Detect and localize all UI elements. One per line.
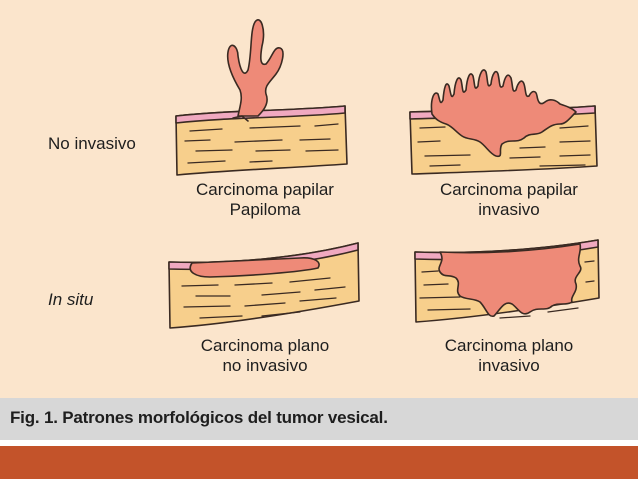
label-line-1: Carcinoma plano [444,336,574,355]
figure-panel: No invasivo In situ Carcinoma papilar Pa… [0,0,638,398]
label-papillary-noninvasive: Carcinoma papilar Papiloma [185,180,345,220]
papillary-invasive-illustration [409,69,598,175]
flat-tumor-3 [189,257,320,278]
row-label-in-situ: In situ [48,290,94,309]
figure-caption: Fig. 1. Patrones morfológicos del tumor … [10,408,388,427]
label-line-1: Carcinoma plano [200,336,330,355]
figure-illustration [168,19,600,329]
papillary-tumor-2 [430,69,577,158]
papilloma-illustration [175,19,348,176]
caption-bar: Fig. 1. Patrones morfológicos del tumor … [0,398,638,440]
label-line-2: invasivo [478,200,540,219]
papillary-tumor-1 [226,19,284,117]
flat-noninvasive-illustration [168,242,360,329]
label-line-1: Carcinoma papilar [440,180,578,199]
footer-bar [0,446,638,479]
flat-tumor-4 [438,243,582,318]
label-flat-invasive: Carcinoma plano invasivo [429,336,589,376]
label-line-2: invasivo [478,356,540,375]
label-line-2: Papiloma [229,200,301,219]
label-line-2: no invasivo [222,356,308,375]
label-flat-noninvasive: Carcinoma plano no invasivo [185,336,345,376]
flat-invasive-illustration [414,239,600,323]
row-label-non-invasive: No invasivo [48,134,136,153]
label-line-1: Carcinoma papilar [196,180,334,199]
label-papillary-invasive: Carcinoma papilar invasivo [429,180,589,220]
